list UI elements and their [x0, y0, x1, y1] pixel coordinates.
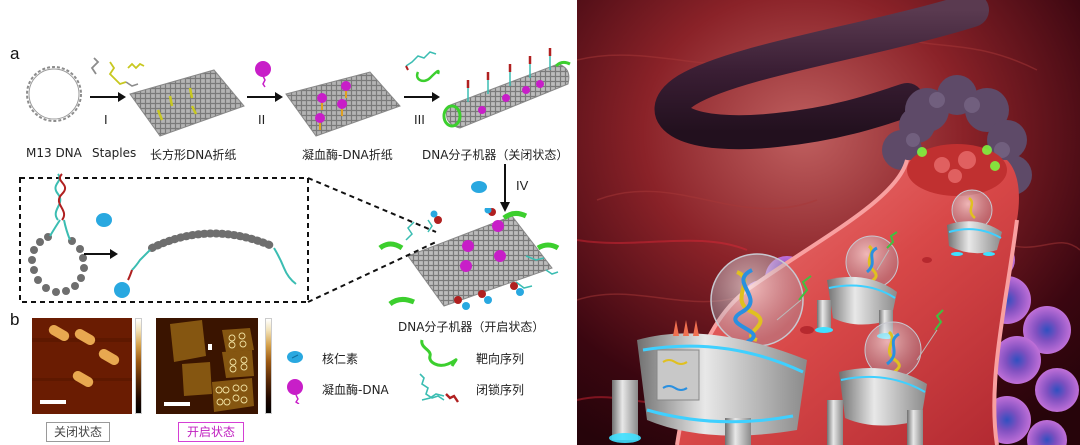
targeting-and-locking-sequences-icon — [404, 46, 444, 86]
arrow-step-4-icon — [500, 164, 510, 212]
legend-locking-sequence-icon — [418, 372, 462, 406]
afm-image-closed-state — [32, 318, 132, 414]
afm-image-open-state — [156, 318, 258, 414]
step-label-3: III — [414, 112, 425, 127]
arrow-step-3-icon — [404, 92, 440, 102]
caption-rectangular-origami: 长方形DNA折纸 — [150, 148, 237, 162]
step-label-2: II — [258, 112, 266, 127]
dna-machine-open-sheet-icon — [376, 208, 566, 312]
rectangular-dna-origami-icon — [128, 66, 246, 138]
caption-staples: Staples — [92, 146, 137, 160]
caption-thrombin-origami: 凝血酶-DNA折纸 — [302, 148, 393, 162]
legend-targeting-sequence-icon — [418, 338, 458, 372]
panel-b-letter: b — [10, 310, 20, 329]
staples-icon — [88, 54, 150, 90]
step-label-1: I — [104, 112, 108, 127]
afm-colorbar-open — [265, 318, 272, 414]
m13-dna-circle-icon — [18, 62, 90, 126]
caption-m13-dna: M13 DNA — [26, 146, 82, 160]
legend-label-locking-sequence: 闭锁序列 — [476, 383, 525, 397]
legend-label-thrombin-dna: 凝血酶-DNA — [322, 383, 389, 397]
closed-state-label: 关闭状态 — [46, 422, 110, 442]
thrombin-molecule-icon — [252, 60, 274, 88]
thrombin-dna-origami-icon — [284, 68, 402, 138]
panel-a-letter: a — [10, 44, 20, 63]
nucleolin-molecule-icon — [470, 180, 488, 194]
afm-colorbar-closed — [135, 318, 142, 414]
caption-machine-closed: DNA分子机器（关闭状态） — [422, 148, 569, 162]
arrow-step-1-icon — [90, 92, 126, 102]
legend-thrombin-dna-icon — [286, 378, 304, 404]
legend-label-nucleolin: 核仁素 — [322, 352, 359, 366]
legend-label-targeting-sequence: 靶向序列 — [476, 352, 525, 366]
mechanism-zoom-box — [0, 170, 440, 310]
caption-machine-open: DNA分子机器（开启状态） — [398, 320, 545, 334]
step-label-4: IV — [516, 178, 529, 193]
dna-machine-closed-tube-icon — [438, 44, 574, 132]
arrow-step-2-icon — [247, 92, 283, 102]
nanorobot-blood-vessel-illustration — [577, 0, 1080, 445]
open-state-label: 开启状态 — [178, 422, 244, 442]
legend-nucleolin-icon — [286, 350, 304, 364]
